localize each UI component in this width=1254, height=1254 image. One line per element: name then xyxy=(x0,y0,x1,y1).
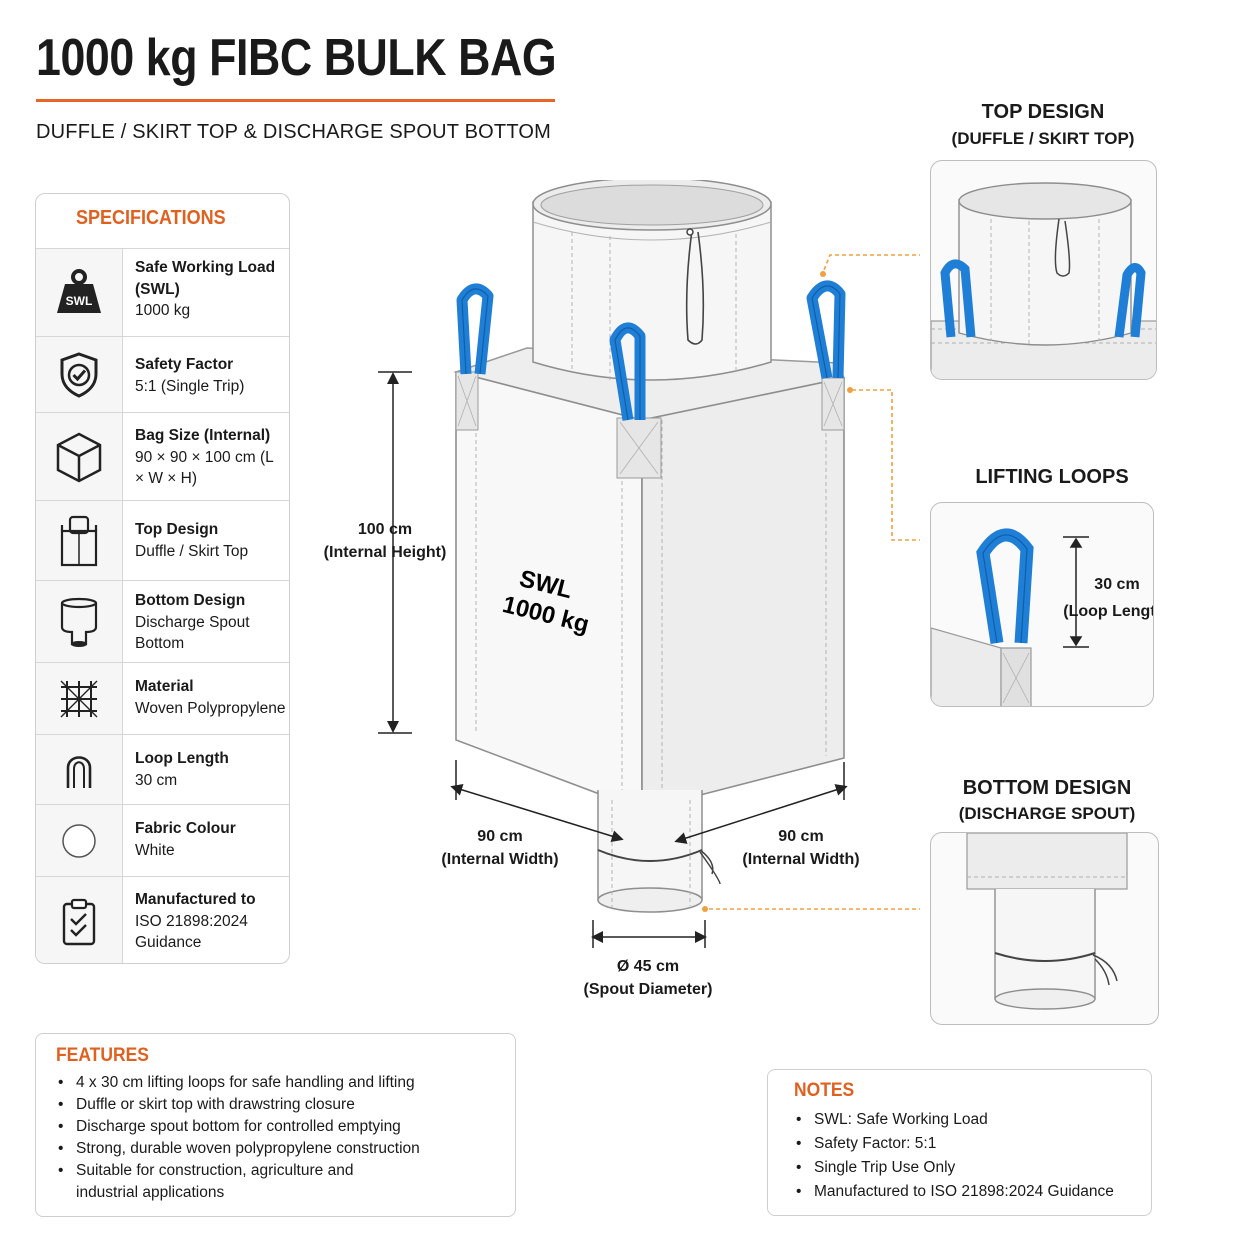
woven-material-icon xyxy=(60,680,98,718)
spec-value: 1000 kg xyxy=(135,302,191,319)
spec-label: Safe Working Load (SWL) xyxy=(135,259,276,298)
spec-row-loop-length: Loop Length 30 cm xyxy=(36,734,289,805)
spec-label: Bag Size (Internal) xyxy=(135,427,271,444)
height-dimension-label: 100 cm (Internal Height) xyxy=(323,521,447,561)
list-item: 4 x 30 cm lifting loops for safe handlin… xyxy=(56,1072,496,1094)
loop-icon xyxy=(66,756,92,788)
bottom-design-title: BOTTOM DESIGN xyxy=(962,777,1132,799)
notes-list: SWL: Safe Working Load Safety Factor: 5:… xyxy=(794,1108,1144,1204)
dimension-lines xyxy=(378,371,848,948)
page-title: 1000 kg FIBC BULK BAG xyxy=(36,29,557,87)
lifting-loops-panel: 30 cm (Loop Length) xyxy=(930,502,1154,707)
discharge-spout xyxy=(597,790,721,913)
duffle-skirt xyxy=(532,180,772,381)
white-circle-icon xyxy=(62,824,96,858)
spec-value: ISO 21898:2024 Guidance xyxy=(135,912,248,952)
spec-value: Woven Polypropylene xyxy=(135,699,286,717)
spec-row-top-design: Top Design Duffle / Skirt Top xyxy=(36,500,289,581)
spec-row-bag-size: Bag Size (Internal) 90 × 90 × 100 cm (L … xyxy=(36,412,289,501)
list-item: SWL: Safe Working Load xyxy=(794,1108,1144,1132)
notes-box: NOTES SWL: Safe Working Load Safety Fact… xyxy=(767,1069,1152,1216)
bag-diagram: SWL 1000 kg xyxy=(378,180,920,948)
bottom-design-subtitle: (DISCHARGE SPOUT) xyxy=(958,804,1136,823)
bottom-design-illustration xyxy=(966,833,1128,1010)
spec-label: Fabric Colour xyxy=(135,820,236,837)
loop-length-label: 30 cm (Loop Length) xyxy=(1063,576,1153,620)
spec-value: Duffle / Skirt Top xyxy=(135,542,249,560)
top-design-icon xyxy=(60,515,98,567)
spec-label: Top Design xyxy=(135,521,219,538)
bottom-design-panel xyxy=(930,832,1159,1025)
features-box: FEATURES 4 x 30 cm lifting loops for saf… xyxy=(35,1033,516,1217)
features-list: 4 x 30 cm lifting loops for safe handlin… xyxy=(56,1072,496,1204)
list-item: Strong, durable woven polypropylene cons… xyxy=(56,1138,496,1160)
spec-label: Manufactured to xyxy=(135,891,256,908)
specifications-panel: SPECIFICATIONS SWL Safe Working Load (SW… xyxy=(35,193,290,964)
spec-row-fabric-colour: Fabric Colour White xyxy=(36,804,289,877)
list-item: Suitable for construction, agriculture a… xyxy=(56,1160,406,1204)
notes-heading: NOTES xyxy=(794,1080,855,1101)
top-design-title: TOP DESIGN xyxy=(981,101,1105,123)
title-underline xyxy=(36,99,555,102)
top-design-subtitle: (DUFFLE / SKIRT TOP) xyxy=(951,129,1135,148)
spec-value: Discharge Spout Bottom xyxy=(135,613,250,653)
swl-icon-text: SWL xyxy=(66,294,93,308)
swl-weight-icon: SWL xyxy=(57,269,101,313)
width-right-dimension-label: 90 cm (Internal Width) xyxy=(742,828,860,868)
features-heading: FEATURES xyxy=(56,1045,149,1066)
page-subtitle: DUFFLE / SKIRT TOP & DISCHARGE SPOUT BOT… xyxy=(36,121,552,143)
list-item: Discharge spout bottom for controlled em… xyxy=(56,1116,496,1138)
clipboard-check-icon xyxy=(62,898,96,946)
drawstring xyxy=(685,229,705,345)
width-left-dimension-label: 90 cm (Internal Width) xyxy=(441,828,559,868)
spec-row-swl: SWL Safe Working Load (SWL) 1000 kg xyxy=(36,248,289,337)
top-design-panel xyxy=(930,160,1157,380)
list-item: Safety Factor: 5:1 xyxy=(794,1132,1144,1156)
spec-row-material: Material Woven Polypropylene xyxy=(36,662,289,735)
spout-diameter-label: Ø 45 cm (Spout Diameter) xyxy=(583,958,713,998)
spec-row-bottom-design: Bottom Design Discharge Spout Bottom xyxy=(36,580,289,663)
top-design-illustration xyxy=(931,182,1156,379)
spec-label: Material xyxy=(135,678,194,695)
spec-row-safety-factor: Safety Factor 5:1 (Single Trip) xyxy=(36,336,289,413)
spec-label: Safety Factor xyxy=(135,356,234,373)
cube-icon xyxy=(56,432,102,483)
spec-value: 30 cm xyxy=(135,771,178,789)
bag-right-face xyxy=(641,377,845,812)
spec-value: White xyxy=(135,841,175,859)
list-item: Duffle or skirt top with drawstring clos… xyxy=(56,1094,496,1116)
callout-connectors xyxy=(702,254,920,912)
spec-row-manufactured-to: Manufactured to ISO 21898:2024 Guidance xyxy=(36,876,289,963)
spec-value: 5:1 (Single Trip) xyxy=(135,377,245,395)
list-item: Single Trip Use Only xyxy=(794,1156,1144,1180)
lifting-loops-title: LIFTING LOOPS xyxy=(975,466,1129,488)
spec-label: Loop Length xyxy=(135,750,229,767)
shield-check-icon xyxy=(60,352,98,398)
spec-value: 90 × 90 × 100 cm (L × W × H) xyxy=(135,448,274,488)
list-item: Manufactured to ISO 21898:2024 Guidance xyxy=(794,1180,1144,1204)
specifications-heading: SPECIFICATIONS xyxy=(76,207,226,229)
lifting-loops-illustration xyxy=(931,528,1089,706)
spec-label: Bottom Design xyxy=(135,592,246,609)
bottom-design-icon xyxy=(60,597,98,647)
